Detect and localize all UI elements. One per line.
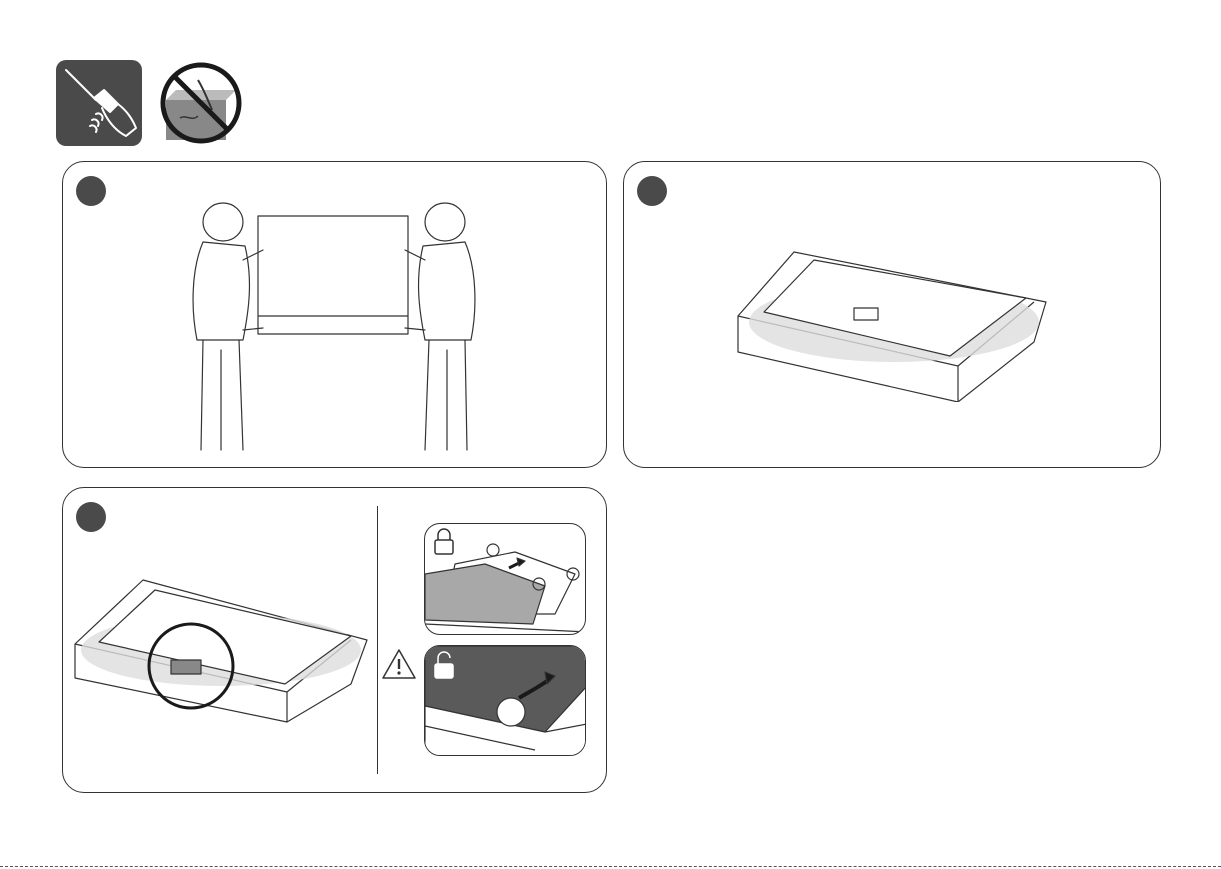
step-number-badge <box>637 176 667 206</box>
tv-back-stand-detail-illustration <box>71 574 371 724</box>
lock-closed-icon <box>435 529 453 554</box>
no-scratch-surface-icon <box>158 60 244 146</box>
lock-open-detail <box>424 645 586 756</box>
step-number-badge <box>76 176 106 206</box>
lock-closed-detail <box>424 523 586 635</box>
bottom-rule <box>0 866 1221 867</box>
step-number-badge <box>76 502 106 532</box>
panel-divider <box>377 506 378 774</box>
step-1-panel <box>62 161 607 468</box>
step-3-panel <box>62 487 607 793</box>
two-people-carrying-tv-illustration <box>183 200 493 462</box>
screwdriver-icon <box>56 60 142 146</box>
step-2-panel <box>623 161 1161 468</box>
tv-face-down-on-cushion-illustration <box>734 242 1054 402</box>
warning-icon <box>381 648 417 680</box>
